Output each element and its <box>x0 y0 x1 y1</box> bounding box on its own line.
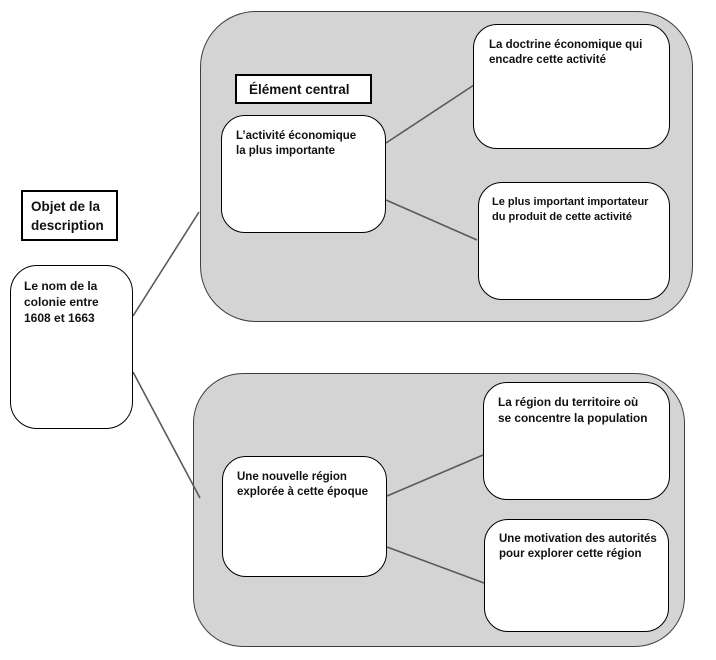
exploration-motivation-node: Une motivation des autorités pour explor… <box>484 519 669 632</box>
connector-colony-to-top-group <box>132 211 200 317</box>
central-element-label: Élément central <box>235 74 372 104</box>
connector-colony-to-bottom-group <box>132 371 201 499</box>
colony-name-node: Le nom de la colonie entre 1608 et 1663 <box>10 265 133 429</box>
new-region-node: Une nouvelle région explorée à cette épo… <box>222 456 387 577</box>
economic-activity-node: L’activité économique la plus importante <box>221 115 386 233</box>
population-region-node: La région du territoire où se concentre … <box>483 382 670 500</box>
object-description-label: Objet de la description <box>21 190 118 241</box>
importer-node: Le plus important importateur du produit… <box>478 182 670 300</box>
economic-doctrine-node: La doctrine économique qui encadre cette… <box>473 24 670 149</box>
